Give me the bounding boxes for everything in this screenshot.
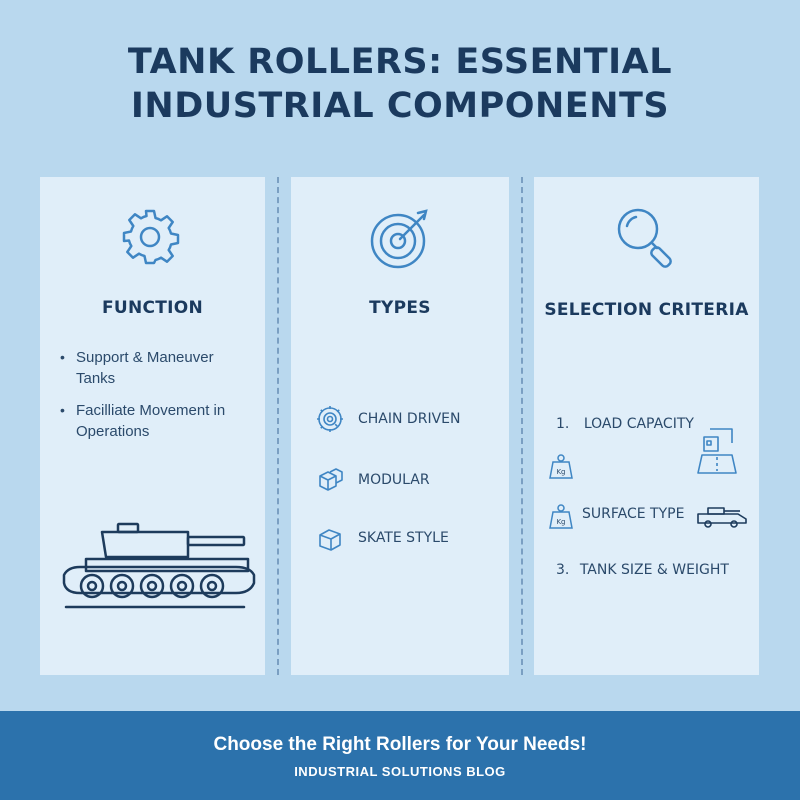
criterion-label: LOAD CAPACITY [583, 416, 694, 432]
criterion-label: TANK SIZE & WEIGHT [579, 562, 729, 578]
criterion-tank-size: 3. TANK SIZE & WEIGHT [556, 562, 729, 578]
tank-icon [62, 522, 256, 609]
criterion-surface-type: SURFACE TYPE [582, 506, 684, 522]
type-chain-driven: CHAIN DRIVEN [316, 404, 460, 434]
title-line-1: TANK ROLLERS: ESSENTIAL [127, 42, 673, 82]
weight-icon: Kg [549, 454, 573, 479]
list-item: • Support & Maneuver Tanks [60, 347, 250, 389]
function-panel: FUNCTION • Support & Maneuver Tanks • Fa… [40, 177, 265, 675]
target-icon [370, 209, 428, 269]
footer-banner: Choose the Right Rollers for Your Needs!… [0, 711, 800, 800]
divider [277, 177, 279, 675]
function-heading: FUNCTION [101, 298, 204, 318]
type-skate-style: SKATE STYLE [316, 523, 449, 553]
bullet-text: Facilliate Movement in Operations [76, 402, 226, 440]
vehicle-icon [697, 507, 747, 528]
magnifier-icon [617, 208, 672, 268]
types-heading: TYPES [369, 298, 431, 318]
footer-tagline: Choose the Right Rollers for Your Needs! [213, 734, 587, 755]
footer-source: INDUSTRIAL SOLUTIONS BLOG [294, 764, 506, 779]
svg-text:Kg: Kg [556, 518, 565, 526]
type-modular: MODULAR [316, 465, 430, 495]
type-label: MODULAR [358, 472, 430, 488]
cube-icon [319, 529, 341, 551]
criterion-load-capacity: 1. LOAD CAPACITY [556, 416, 694, 432]
types-panel: TYPES CHAIN DRIVEN MODULAR [291, 177, 509, 675]
cube-icon [319, 468, 343, 491]
title-line-2: INDUSTRIAL COMPONENTS [130, 86, 670, 126]
criterion-number: 1. [556, 416, 570, 432]
svg-text:Kg: Kg [556, 468, 565, 476]
type-label: CHAIN DRIVEN [358, 411, 461, 427]
list-item: • Facilliate Movement in Operations [60, 400, 250, 442]
bullet-text: Support & Maneuver Tanks [76, 349, 214, 387]
criterion-label: SURFACE TYPE [582, 506, 685, 522]
divider [521, 177, 523, 675]
gear-icon [122, 209, 180, 265]
selection-panel: SELECTION CRITERIA 1. LOAD CAPACITY Kg K… [534, 177, 759, 675]
press-icon [697, 428, 737, 474]
weight-icon: Kg [549, 504, 573, 529]
criterion-number: 3. [556, 562, 570, 578]
selection-heading: SELECTION CRITERIA [544, 300, 749, 320]
gear-icon [317, 406, 343, 432]
type-label: SKATE STYLE [358, 530, 449, 546]
page-title: TANK ROLLERS: ESSENTIAL INDUSTRIAL COMPO… [0, 40, 800, 128]
